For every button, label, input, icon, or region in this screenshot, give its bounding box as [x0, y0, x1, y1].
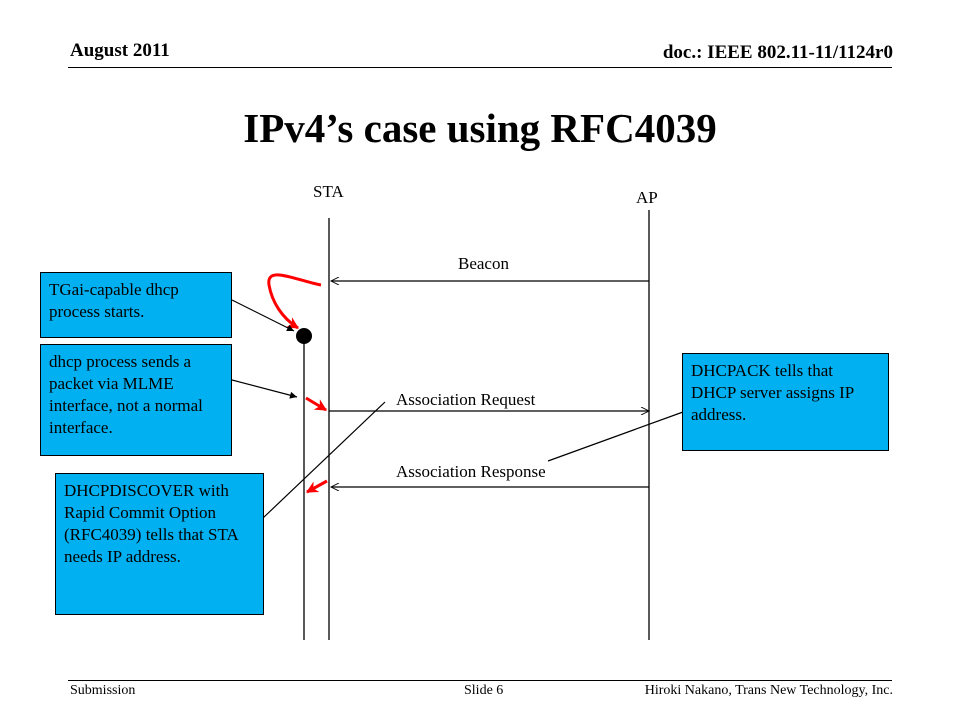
dhcp-start-dot	[296, 328, 312, 344]
dhcpdiscover-note-connector	[262, 401, 386, 519]
footer-submission: Submission	[70, 683, 136, 698]
red-receive-arrow	[305, 479, 328, 494]
note-dhcpdiscover: DHCPDISCOVER with Rapid Commit Option (R…	[55, 473, 264, 615]
header-doc-id: doc.: IEEE 802.11-11/1124r0	[662, 42, 893, 63]
slide-title: IPv4’s case using RFC4039	[243, 105, 717, 151]
note-dhcpack: DHCPACK tells that DHCP server assigns I…	[682, 353, 889, 451]
assoc-request-label: Association Request	[396, 390, 536, 409]
footer-divider	[68, 680, 892, 681]
note-mlme-send: dhcp process sends a packet via MLME int…	[40, 344, 232, 456]
beacon-label: Beacon	[458, 254, 509, 273]
footer-author: Hiroki Nakano, Trans New Technology, Inc…	[644, 683, 893, 698]
red-send-arrow	[305, 396, 328, 412]
tgai-note-connector	[231, 299, 295, 332]
ap-label: AP	[636, 188, 658, 207]
assoc-response-label: Association Response	[396, 462, 546, 481]
sta-label: STA	[313, 182, 344, 201]
red-curved-arrow	[267, 273, 322, 330]
header-date: August 2011	[70, 40, 170, 61]
footer-slide-number: Slide 6	[464, 683, 504, 698]
dhcpack-note-connector	[547, 411, 684, 462]
note-tgai-start: TGai-capable dhcp process starts.	[40, 272, 232, 338]
header-divider	[68, 67, 892, 68]
mlme-note-connector	[231, 379, 298, 399]
